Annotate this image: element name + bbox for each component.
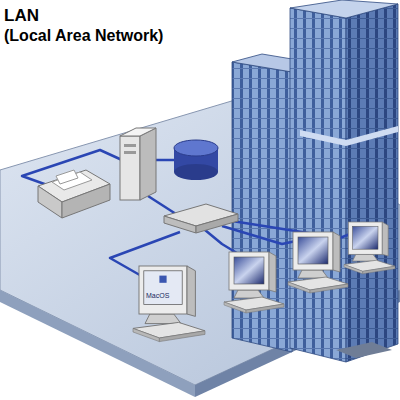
subtitle: (Local Area Network) [4,27,163,45]
disk-storage [174,140,218,180]
pc-workstation [288,232,348,293]
file-server [120,128,156,200]
printer [38,170,110,218]
mac-workstation [133,266,205,342]
pc-workstation [224,252,284,313]
network-hub [164,204,238,233]
screen-label: MacOS [146,292,169,299]
pc-workstation [344,222,395,274]
diagram-title: LAN [4,6,39,26]
